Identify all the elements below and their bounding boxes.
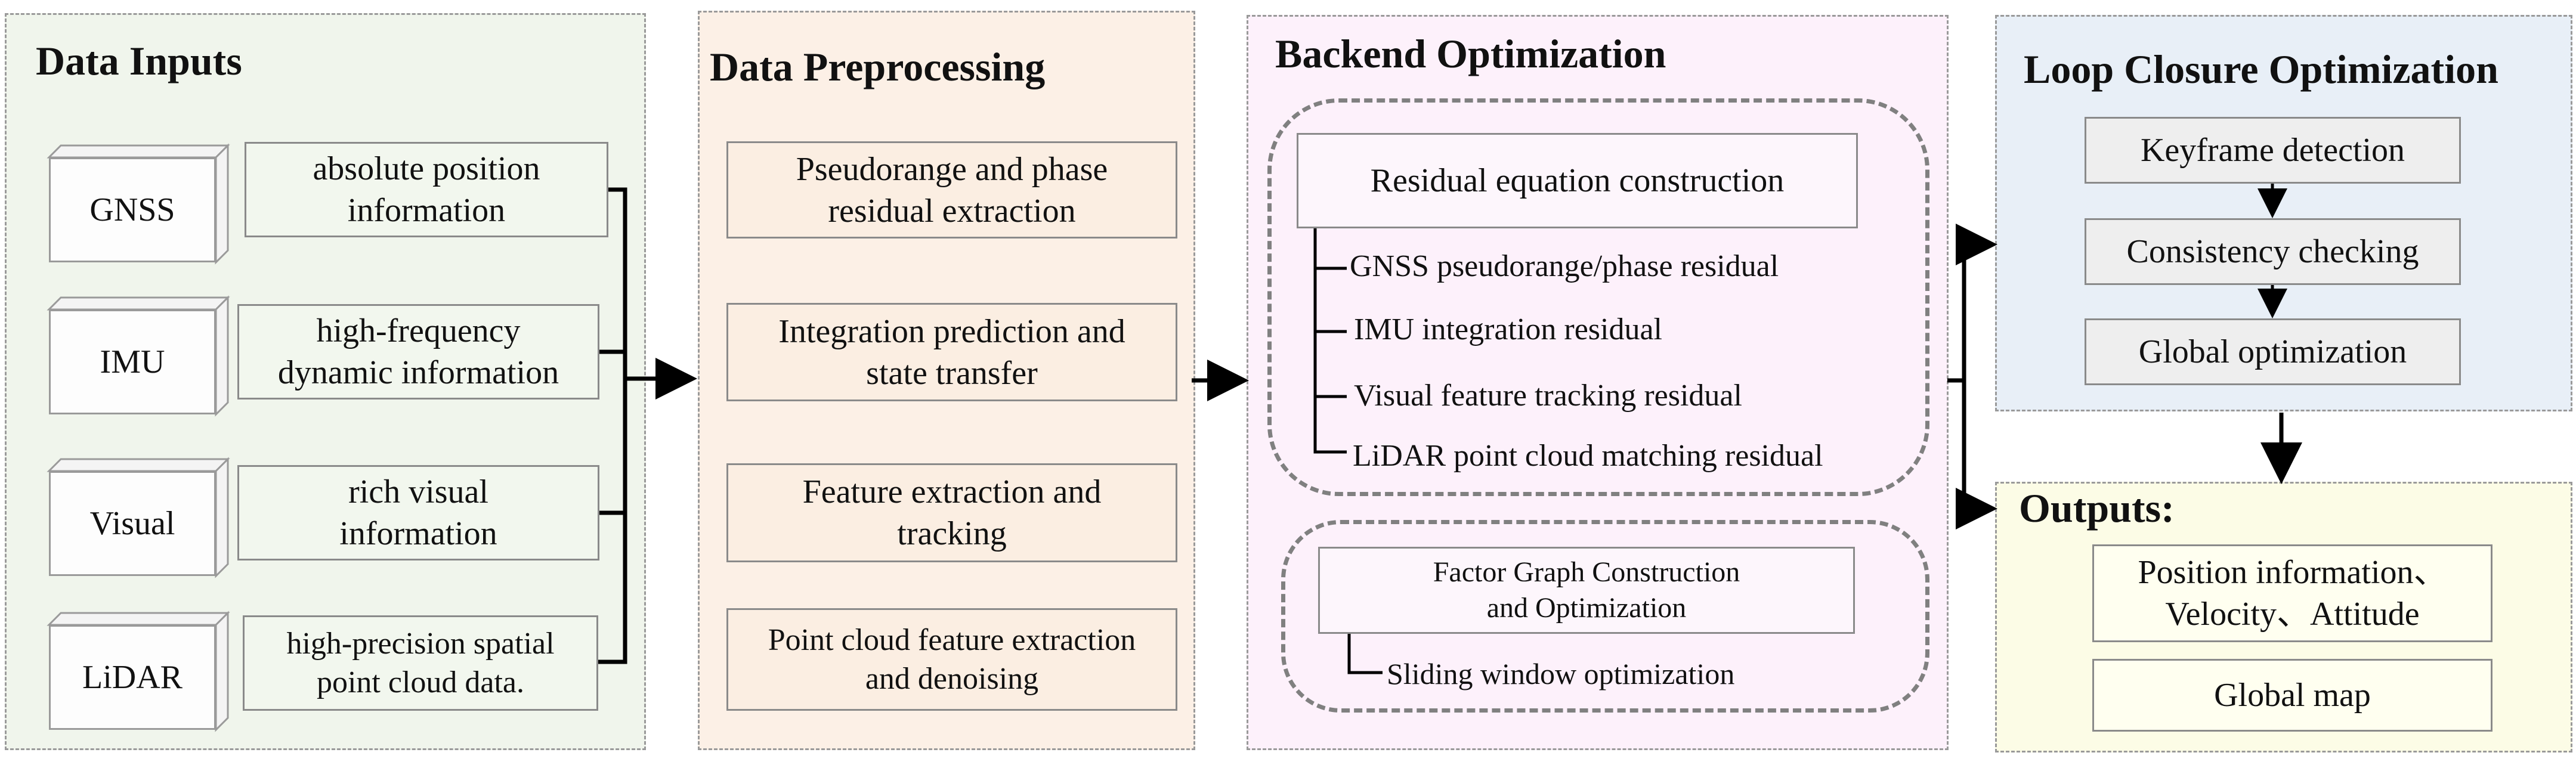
global-map-box: Global map bbox=[2092, 659, 2492, 732]
sensor-lidar-label: LiDAR bbox=[82, 659, 183, 696]
imu-desc-line2: dynamic information bbox=[277, 354, 559, 391]
preprocess-step-imu: Integration prediction and state transfer bbox=[726, 303, 1177, 401]
sensor-visual-label: Visual bbox=[89, 505, 175, 542]
data-preprocessing-title: Data Preprocessing bbox=[710, 44, 1046, 89]
residual-group-outline bbox=[1267, 98, 1929, 496]
visual-desc-line2: information bbox=[339, 515, 497, 552]
lidar-desc-line1: high-precision spatial bbox=[286, 627, 555, 661]
visual-description: rich visual information bbox=[237, 465, 599, 560]
preprocess-step-3-line1: Feature extraction and bbox=[802, 473, 1102, 510]
preprocess-step-gnss: Pseudorange and phase residual extraction bbox=[726, 141, 1177, 239]
lidar-desc-line2: point cloud data. bbox=[316, 665, 524, 699]
preprocess-step-4-line1: Point cloud feature extraction bbox=[768, 623, 1136, 657]
sliding-window-label: Sliding window optimization bbox=[1387, 657, 1735, 690]
visual-desc-line1: rich visual bbox=[348, 473, 488, 510]
consistency-checking-label: Consistency checking bbox=[2126, 233, 2419, 270]
position-velocity-attitude-box: Position information、 Velocity、Attitude bbox=[2092, 544, 2492, 642]
global-map-label: Global map bbox=[2214, 677, 2371, 714]
preprocess-step-lidar: Point cloud feature extraction and denois… bbox=[726, 608, 1177, 711]
outputs-title: Outputs: bbox=[2019, 485, 2175, 531]
preprocess-step-2-line2: state transfer bbox=[866, 354, 1038, 392]
residual-imu: IMU integration residual bbox=[1354, 312, 1662, 346]
loop-closure-title: Loop Closure Optimization bbox=[2024, 47, 2498, 92]
gnss-desc-line2: information bbox=[347, 192, 506, 229]
preprocess-step-visual: Feature extraction and tracking bbox=[726, 463, 1177, 562]
preprocess-step-1-line2: residual extraction bbox=[828, 192, 1076, 230]
global-optimization-box: Global optimization bbox=[2085, 318, 2461, 385]
factor-graph-box: Factor Graph Construction and Optimizatio… bbox=[1318, 547, 1855, 634]
preprocess-step-4-line2: and denoising bbox=[865, 662, 1039, 696]
imu-desc-line1: high-frequency bbox=[316, 312, 521, 349]
imu-description: high-frequency dynamic information bbox=[237, 304, 599, 400]
sensor-gnss: GNSS bbox=[49, 157, 216, 262]
global-optimization-label: Global optimization bbox=[2138, 333, 2407, 370]
data-inputs-title: Data Inputs bbox=[36, 38, 242, 83]
factor-graph-line1: Factor Graph Construction bbox=[1433, 556, 1740, 588]
consistency-checking-box: Consistency checking bbox=[2085, 218, 2461, 285]
keyframe-detection-box: Keyframe detection bbox=[2085, 117, 2461, 184]
lidar-description: high-precision spatial point cloud data. bbox=[243, 615, 598, 711]
residual-lidar: LiDAR point cloud matching residual bbox=[1353, 439, 1823, 473]
outputs-box1-line1: Position information、 bbox=[2138, 554, 2447, 591]
residual-visual: Visual feature tracking residual bbox=[1354, 379, 1742, 413]
preprocess-step-2-line1: Integration prediction and bbox=[778, 312, 1125, 350]
gnss-desc-line1: absolute position bbox=[313, 150, 540, 187]
outputs-box1-line2: Velocity、Attitude bbox=[2165, 596, 2420, 633]
preprocess-step-3-line2: tracking bbox=[897, 515, 1007, 552]
gnss-description: absolute position information bbox=[245, 142, 608, 237]
preprocess-step-1-line1: Pseudorange and phase bbox=[796, 150, 1108, 188]
residual-equation-label: Residual equation construction bbox=[1370, 162, 1785, 199]
sensor-imu: IMU bbox=[49, 309, 216, 414]
sensor-visual: Visual bbox=[49, 471, 216, 576]
factor-graph-line2: and Optimization bbox=[1486, 592, 1687, 624]
backend-optimization-title: Backend Optimization bbox=[1275, 31, 1666, 76]
residual-gnss: GNSS pseudorange/phase residual bbox=[1350, 249, 1779, 283]
sensor-lidar: LiDAR bbox=[49, 625, 216, 730]
keyframe-detection-label: Keyframe detection bbox=[2140, 132, 2405, 169]
factor-graph-group-outline bbox=[1281, 520, 1929, 713]
residual-equation-box: Residual equation construction bbox=[1297, 133, 1858, 228]
sensor-imu-label: IMU bbox=[100, 343, 165, 380]
sensor-gnss-label: GNSS bbox=[89, 191, 175, 228]
